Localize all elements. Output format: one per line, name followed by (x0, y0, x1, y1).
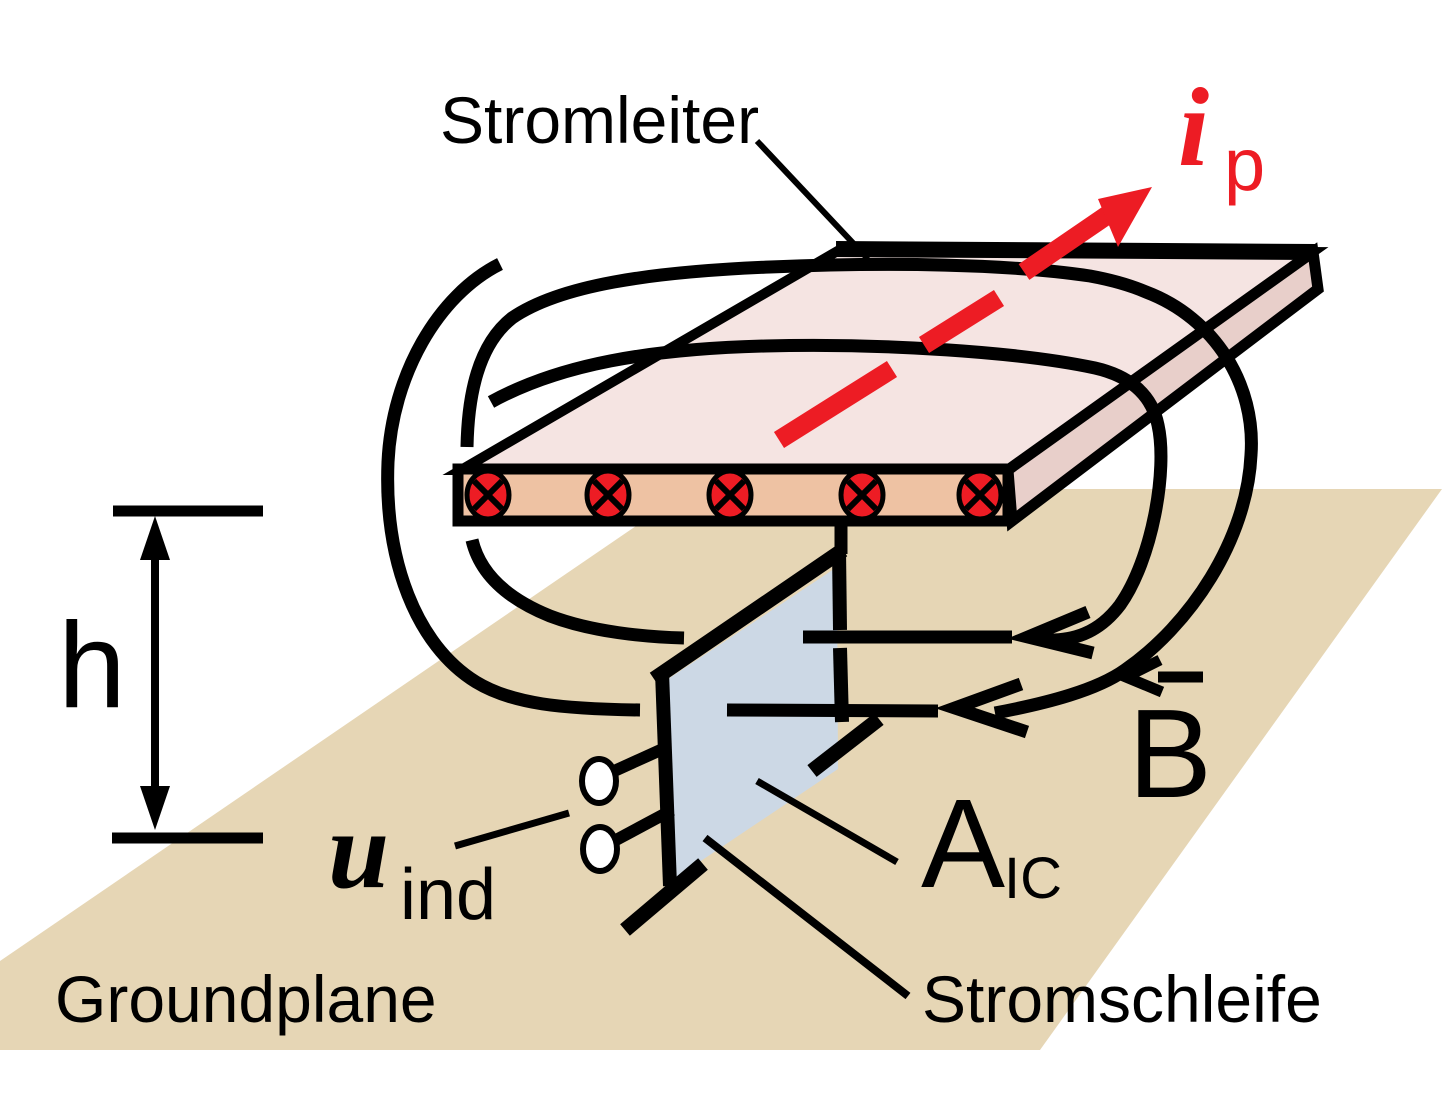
loop-area-aic (665, 567, 838, 883)
loop-wire-right-lower (833, 647, 849, 723)
loop-terminals (579, 742, 675, 874)
loop-wire-bottom-right-foot (807, 713, 884, 777)
current-into-page-symbol (584, 468, 632, 522)
loop-area-subscript: IC (1004, 846, 1062, 911)
field-arrowhead-lower-icon (935, 677, 1030, 739)
height-dimension (112, 505, 263, 844)
field-line-outer (460, 257, 1258, 720)
leader-uind (454, 809, 570, 850)
field-line-outer-left (381, 258, 641, 717)
leader-lines (454, 138, 911, 1000)
b-vector-arrowhead-icon (1112, 655, 1165, 698)
conductor-slab (442, 241, 1329, 532)
field-arrowhead-upper-icon (1007, 606, 1095, 660)
x-mark-icon (471, 478, 505, 512)
b-vector-arrow (1112, 655, 1203, 698)
current-loop-label: Stromschleife (922, 962, 1322, 1036)
field-line-inner (487, 338, 1168, 647)
primary-current-symbol: i (1178, 66, 1209, 190)
magnetic-field-lines (381, 257, 1258, 739)
terminal-stub-lower (613, 804, 675, 846)
current-into-page-symbol (464, 468, 512, 522)
current-into-page-symbol (838, 468, 886, 522)
current-arrowhead-icon (1098, 187, 1152, 247)
current-arrow-dash (918, 289, 1005, 354)
flux-density-label: B (1128, 683, 1212, 824)
groundplane-label: Groundplane (55, 962, 437, 1036)
induced-voltage-symbol: u (328, 789, 389, 911)
loop-wire-bottom-left-foot (620, 858, 708, 936)
loop-area-symbol: A (921, 773, 1005, 914)
terminal-circle-upper (579, 756, 619, 806)
leader-stromleiter (754, 138, 871, 262)
x-mark-icon (845, 478, 879, 512)
primary-current-arrow (773, 187, 1152, 449)
dimension-arrowhead-up-icon (140, 516, 170, 560)
field-line-through-loop-lower (726, 703, 939, 718)
leader-aic (755, 777, 899, 866)
current-into-page-symbol (706, 468, 754, 522)
loop-wire-left-edge (655, 671, 677, 887)
loop-wire-right-upper (832, 549, 847, 631)
field-line-inner-left (465, 538, 685, 645)
dimension-arrowhead-down-icon (140, 786, 170, 830)
loop-wire-top-edge (649, 543, 848, 686)
conductor-slab-back-edge (835, 241, 1317, 260)
x-mark-icon (713, 478, 747, 512)
terminal-stub-upper (609, 742, 668, 778)
current-into-page-symbols (464, 468, 1004, 522)
conductor-label: Stromleiter (440, 83, 759, 157)
x-mark-icon (963, 478, 997, 512)
induced-voltage-subscript: ind (400, 855, 496, 935)
current-loop-wire (620, 526, 884, 936)
terminal-circle-lower (580, 824, 620, 874)
current-into-page-symbol (956, 468, 1004, 522)
current-arrow-dash (773, 360, 898, 449)
leader-stromschleife (702, 834, 911, 1000)
height-label: h (58, 597, 126, 733)
x-mark-icon (591, 478, 625, 512)
primary-current-subscript: p (1224, 123, 1265, 206)
